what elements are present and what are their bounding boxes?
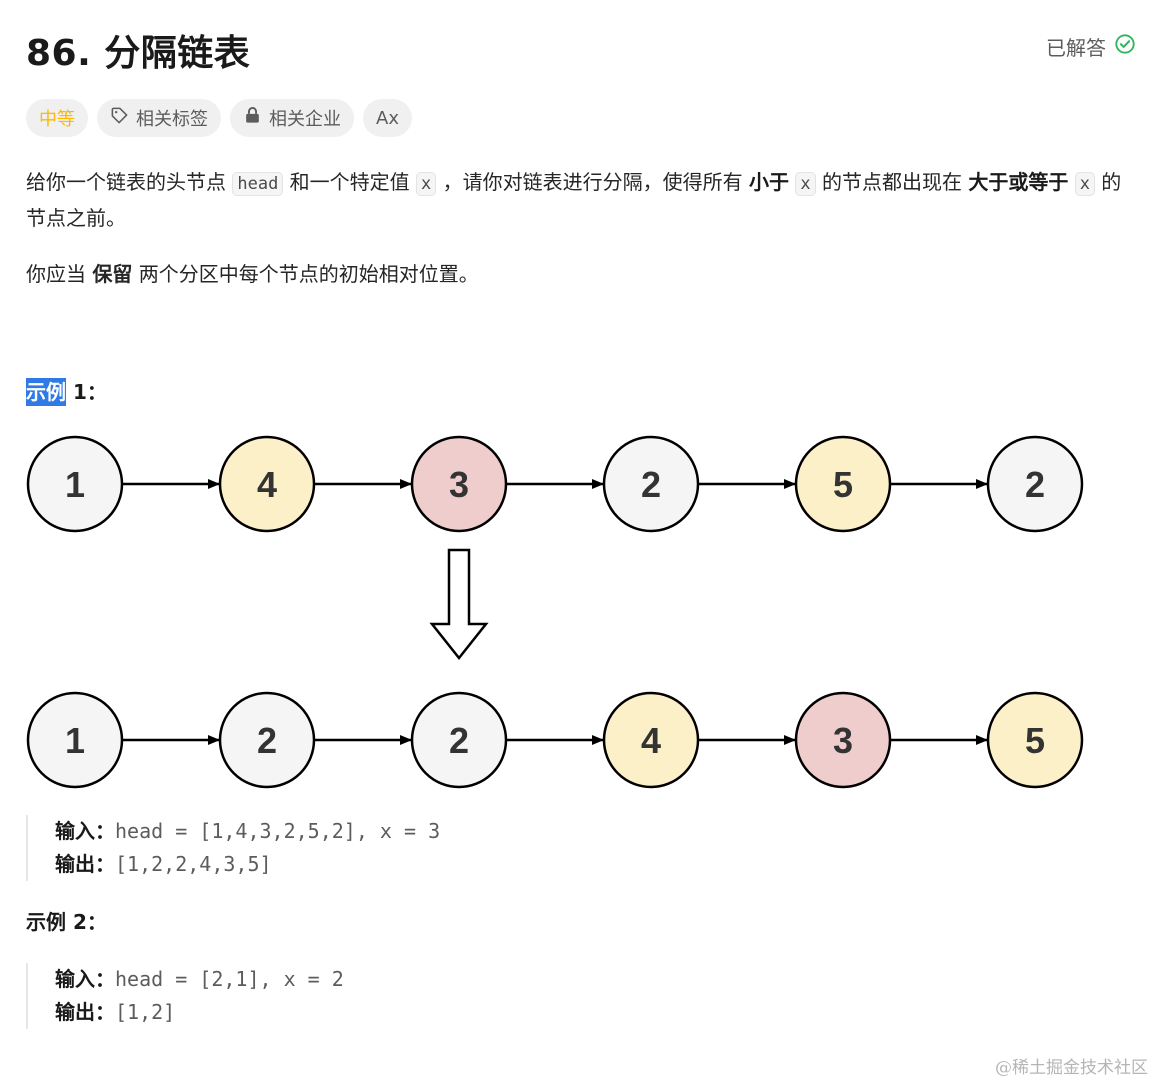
- example-2-input: 输入：head = [2,1], x = 2: [55, 967, 344, 991]
- related-companies-button[interactable]: 相关企业: [230, 99, 354, 137]
- bottom-list-node-value-3: 4: [641, 720, 661, 761]
- example-2-io: 输入：head = [2,1], x = 2 输出：[1,2]: [26, 963, 344, 1029]
- top-list-node-value-0: 1: [65, 464, 85, 505]
- difficulty-label: 中等: [39, 109, 75, 130]
- bottom-list-node-5: [986, 691, 1084, 789]
- code-x: x: [795, 172, 816, 196]
- top-list-node-0: [26, 435, 124, 533]
- code-head: head: [232, 172, 284, 196]
- bottom-list-node-0: [26, 691, 124, 789]
- example-2-output: 输出：[1,2]: [55, 1000, 176, 1024]
- related-tags-button[interactable]: 相关标签: [97, 99, 221, 137]
- top-list-node-1: [218, 435, 316, 533]
- example-1-io: 输入：head = [1,4,3,2,5,2], x = 3 输出：[1,2,2…: [26, 815, 440, 881]
- solved-label: 已解答: [1046, 36, 1106, 60]
- example-1-title: 示例 1：: [26, 378, 107, 406]
- check-circle-icon: [1114, 33, 1136, 60]
- selected-text-highlight: 示例: [26, 378, 66, 406]
- top-list-node-4: [794, 435, 892, 533]
- bottom-list-node-2: [410, 691, 508, 789]
- bottom-list-node-value-1: 2: [257, 720, 277, 761]
- tag-icon: [110, 106, 129, 130]
- code-x: x: [416, 172, 437, 196]
- solved-status: 已解答: [1046, 32, 1136, 61]
- bottom-list-node-value-0: 1: [65, 720, 85, 761]
- difficulty-badge[interactable]: 中等: [26, 99, 88, 137]
- bottom-list-node-3: [602, 691, 700, 789]
- example-1-output: 输出：[1,2,2,4,3,5]: [55, 852, 272, 876]
- translate-icon: Ax: [376, 107, 399, 129]
- top-list-node-value-5: 2: [1025, 464, 1045, 505]
- watermark: @稀土掘金技术社区: [995, 1058, 1148, 1078]
- code-x: x: [1074, 172, 1095, 196]
- top-list-node-value-2: 3: [449, 464, 469, 505]
- top-list-node-value-3: 2: [641, 464, 661, 505]
- top-list-node-value-4: 5: [833, 464, 853, 505]
- lock-icon: [243, 106, 262, 130]
- translate-button[interactable]: Ax: [363, 99, 412, 137]
- related-tags-label: 相关标签: [136, 109, 208, 130]
- top-list-node-2: [410, 435, 508, 533]
- problem-title: 86. 分隔链表: [26, 33, 251, 74]
- bottom-list-node-4: [794, 691, 892, 789]
- linked-list-diagram: 1 4 3 2 5 2 1 2 2 4 3 5: [26, 435, 1084, 789]
- transform-down-arrow: [429, 548, 489, 661]
- related-companies-label: 相关企业: [269, 109, 341, 130]
- example-1-input: 输入：head = [1,4,3,2,5,2], x = 3: [55, 819, 441, 843]
- top-list-node-3: [602, 435, 700, 533]
- bottom-list-node-1: [218, 691, 316, 789]
- problem-description: 给你一个链表的头节点 head 和一个特定值 x ，请你对链表进行分隔，使得所有…: [26, 170, 1122, 230]
- top-list-node-5: [986, 435, 1084, 533]
- bottom-list-node-value-2: 2: [449, 720, 469, 761]
- problem-description-note: 你应当 保留 两个分区中每个节点的初始相对位置。: [26, 262, 479, 286]
- top-list-node-value-1: 4: [257, 464, 277, 505]
- example-2-title: 示例 2：: [26, 910, 107, 934]
- bottom-list-node-value-5: 5: [1025, 720, 1045, 761]
- bottom-list-node-value-4: 3: [833, 720, 853, 761]
- tag-bar: 中等 相关标签 相关企业 Ax: [26, 99, 412, 137]
